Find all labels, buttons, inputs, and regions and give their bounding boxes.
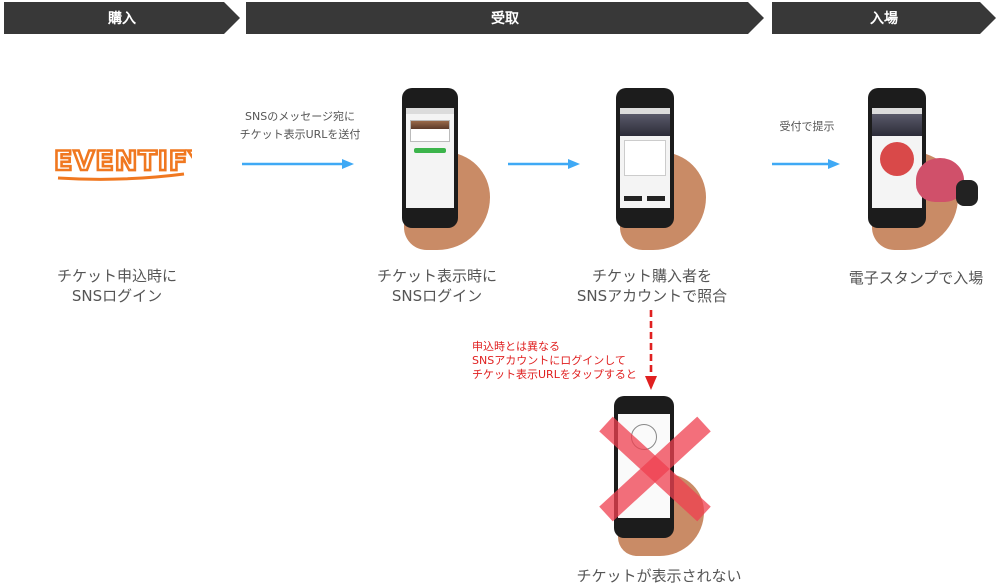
caption-purchase-line1: チケット申込時に (56, 267, 177, 285)
step-entry-label: 入場 (870, 11, 898, 27)
warning-line2: SNSアカウントにログインして (472, 354, 626, 367)
right-arrow-icon (772, 159, 840, 169)
warning-text: 申込時とは異なる SNSアカウントにログインして チケット表示URLをタップする… (468, 340, 644, 382)
phone-entry (852, 88, 982, 250)
arrow-2 (508, 158, 580, 170)
note-sns-line1: SNSのメッセージ宛に (245, 110, 355, 123)
eventify-logo: EVENTIFY (52, 140, 209, 185)
step-receive: 受取 (246, 2, 764, 34)
note-present-text: 受付で提示 (779, 120, 835, 133)
caption-fail-text: チケットが表示されない (576, 567, 742, 585)
caption-fail: チケットが表示されない (556, 566, 762, 586)
note-sns-line2: チケット表示URLを送付 (239, 128, 361, 141)
step-receive-label: 受取 (491, 11, 519, 27)
caption-verify-line2: SNSアカウントで照合 (576, 287, 728, 305)
right-arrow-icon (508, 159, 580, 169)
caption-verify: チケット購入者を SNSアカウントで照合 (556, 266, 748, 306)
caption-display: チケット表示時に SNSログイン (352, 266, 522, 306)
caption-entry: 電子スタンプで入場 (826, 268, 1006, 288)
step-purchase-label: 購入 (108, 11, 136, 27)
note-present: 受付で提示 (772, 118, 842, 136)
caption-purchase: チケット申込時に SNSログイン (32, 266, 202, 306)
step-purchase: 購入 (4, 2, 240, 34)
caption-purchase-line2: SNSログイン (71, 287, 163, 305)
logo-text: EVENTIFY (54, 146, 192, 177)
caption-display-line2: SNSログイン (391, 287, 483, 305)
phone-fail (596, 396, 716, 556)
arrow-3 (772, 158, 840, 170)
step-entry: 入場 (772, 2, 996, 34)
dashed-down-arrow-icon (644, 310, 658, 394)
phone-verify (600, 88, 706, 250)
phone-display (384, 88, 490, 250)
caption-entry-text: 電子スタンプで入場 (848, 269, 984, 287)
arrow-1 (242, 158, 354, 170)
warning-line1: 申込時とは異なる (472, 340, 560, 353)
caption-display-line1: チケット表示時に (376, 267, 497, 285)
note-sns-message: SNSのメッセージ宛に チケット表示URLを送付 (226, 108, 374, 144)
caption-verify-line1: チケット購入者を (591, 267, 712, 285)
right-arrow-icon (242, 159, 354, 169)
warning-line3: チケット表示URLをタップすると (472, 368, 637, 381)
cross-icon (599, 416, 711, 522)
